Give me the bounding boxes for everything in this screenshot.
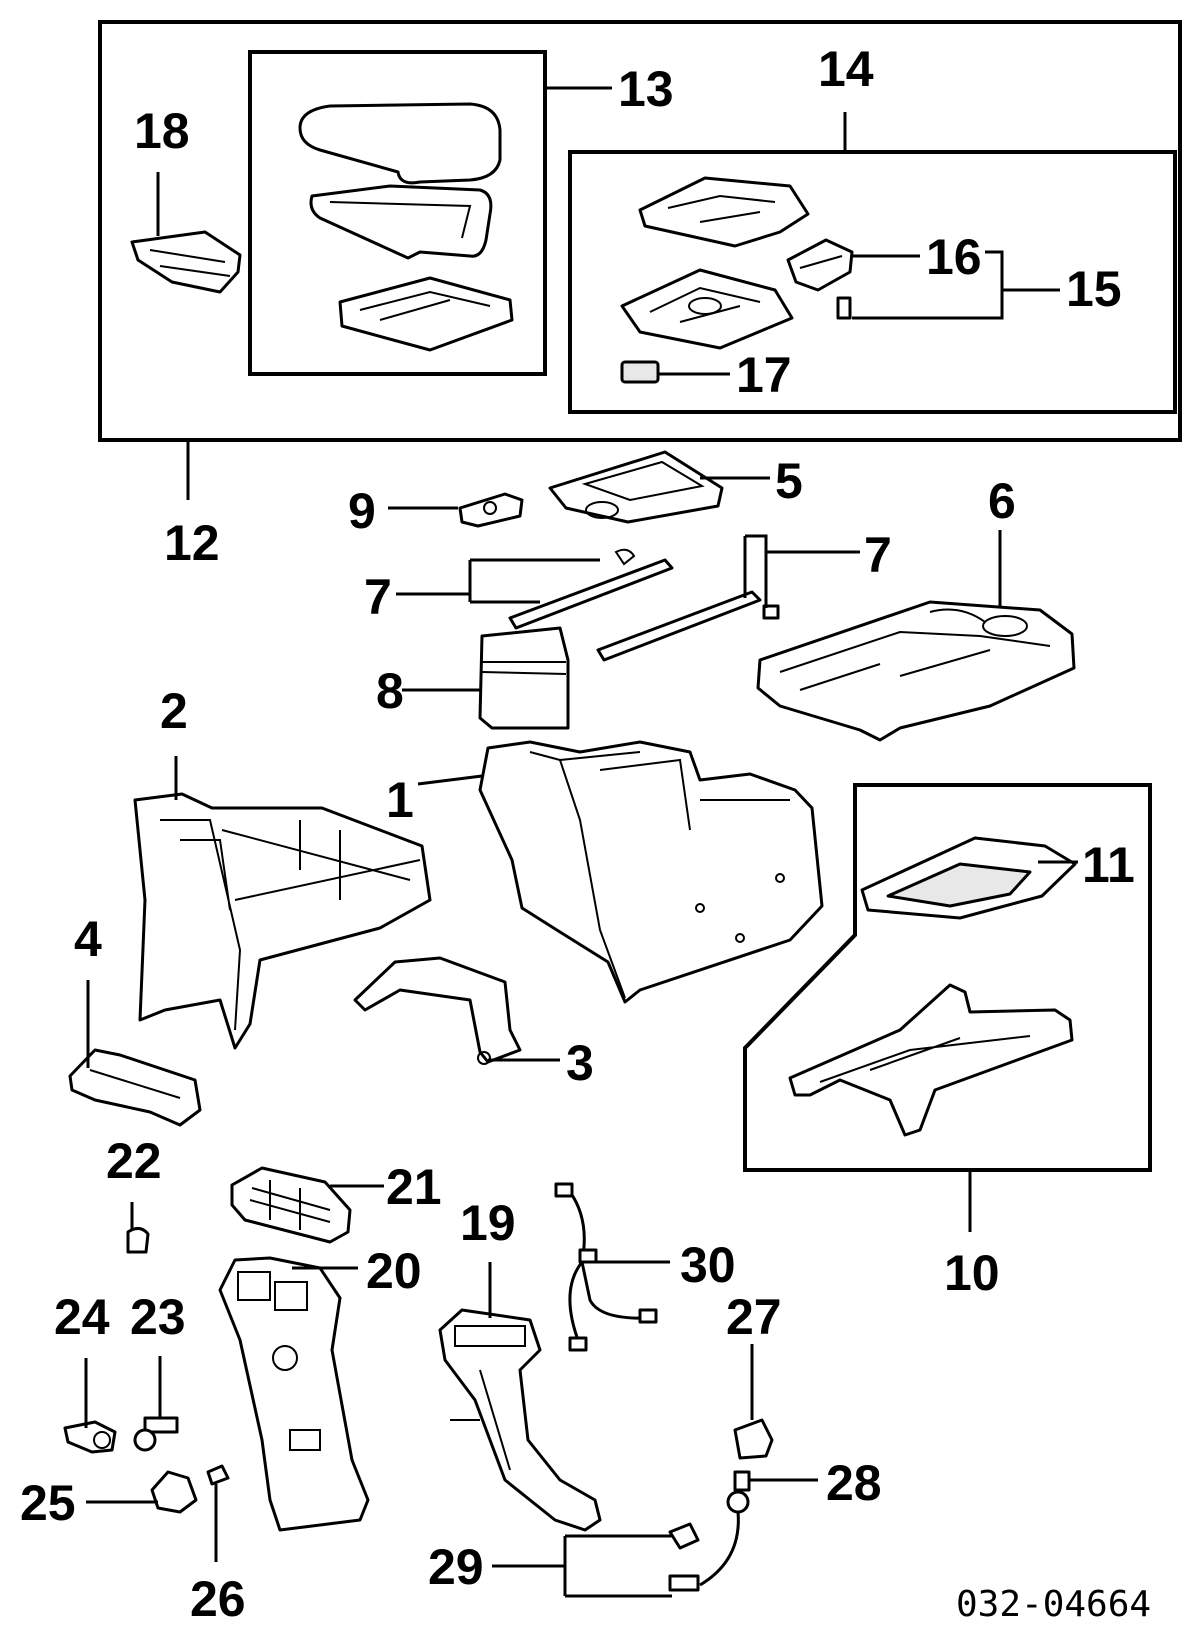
part-21-vent <box>230 1166 352 1244</box>
part-11-tray-mat <box>860 836 1077 920</box>
part-25-clip <box>150 1470 198 1514</box>
callout-25: 25 <box>20 1475 76 1531</box>
part-16-latch <box>786 238 854 292</box>
callout-11: 11 <box>1082 837 1135 893</box>
part-20-rear-panel <box>218 1256 370 1532</box>
leader-lines <box>84 86 1078 1598</box>
callout-22: 22 <box>106 1133 162 1189</box>
part-14-inner-lid <box>620 176 810 350</box>
callout-12: 12 <box>164 515 220 571</box>
part-19-side-panel <box>438 1308 602 1532</box>
part-28-bulb <box>733 1470 751 1492</box>
part-2-frame <box>133 792 432 1050</box>
callout-3: 3 <box>566 1035 594 1091</box>
part-15-pin <box>836 296 852 320</box>
callout-20: 20 <box>366 1243 422 1299</box>
assembly-box-13 <box>248 50 547 376</box>
part-23-fastener <box>133 1416 179 1452</box>
assembly-box-14 <box>568 150 1177 414</box>
part-1-console-body <box>478 740 824 1004</box>
part-9-knob <box>458 492 524 528</box>
part-8-panel <box>478 626 570 730</box>
callout-27: 27 <box>726 1289 782 1345</box>
callout-18: 18 <box>134 103 190 159</box>
callout-23: 23 <box>130 1289 186 1345</box>
part-30-wire-harness <box>554 1182 658 1352</box>
callout-26: 26 <box>190 1571 246 1627</box>
part-5-tray-cover <box>548 450 724 524</box>
part-6-console-top <box>756 600 1076 742</box>
assembly-box-12 <box>98 20 1182 442</box>
callout-1: 1 <box>386 772 414 828</box>
part-3-bracket <box>353 956 522 1065</box>
callout-14: 14 <box>818 41 874 97</box>
part-27-socket <box>733 1418 774 1460</box>
callout-13: 13 <box>618 61 674 117</box>
callout-19: 19 <box>460 1195 516 1251</box>
callout-10: 10 <box>944 1245 1000 1301</box>
callout-labels: 1 2 3 4 5 6 7 7 8 9 10 11 12 13 14 15 16… <box>20 41 1135 1627</box>
part-4-side-bracket <box>68 1048 202 1127</box>
part-10-tray <box>788 983 1074 1137</box>
callout-7-right: 7 <box>864 527 892 583</box>
part-17-pad <box>620 360 660 384</box>
callout-16: 16 <box>926 229 982 285</box>
callout-9: 9 <box>348 483 376 539</box>
callout-15: 15 <box>1066 261 1122 317</box>
callout-7-left: 7 <box>364 569 392 625</box>
part-26-clip <box>206 1464 230 1486</box>
callout-8: 8 <box>376 663 404 719</box>
callout-24: 24 <box>54 1289 110 1345</box>
callout-4: 4 <box>74 911 102 967</box>
callout-6: 6 <box>988 473 1016 529</box>
callout-29: 29 <box>428 1539 484 1595</box>
assembly-box-10 <box>743 783 1152 1172</box>
part-7-trim-strip-right <box>596 590 780 662</box>
callout-21: 21 <box>386 1159 442 1215</box>
part-24-connector <box>63 1420 117 1454</box>
part-7-trim-strip-left <box>508 548 674 630</box>
part-22-clip <box>126 1227 150 1254</box>
callout-2: 2 <box>160 683 188 739</box>
part-18-clip <box>130 230 242 294</box>
diagram-code: 032-04664 <box>956 1584 1151 1625</box>
part-29-socket-wire <box>668 1490 750 1592</box>
callout-5: 5 <box>775 453 803 509</box>
callout-28: 28 <box>826 1455 882 1511</box>
callout-30: 30 <box>680 1237 736 1293</box>
callout-17: 17 <box>736 347 792 403</box>
part-13-armrest-lid <box>298 102 514 352</box>
